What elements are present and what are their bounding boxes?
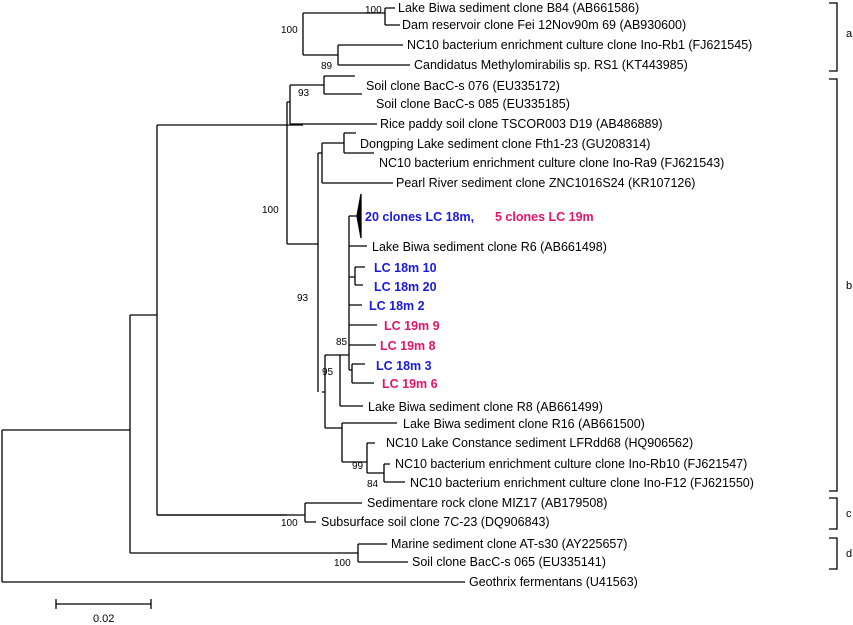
clade-label-d: d <box>846 548 852 560</box>
leaf-label: NC10 bacterium enrichment culture clone … <box>379 156 724 170</box>
bootstrap-value: 95 <box>322 367 334 378</box>
bootstrap-value: 93 <box>297 293 309 304</box>
bootstrap-value: 89 <box>321 61 333 72</box>
clade-labels: a b c d <box>846 28 853 560</box>
leaf-label-lc18m: LC 18m 2 <box>369 299 425 313</box>
leaf-label: Dongping Lake sediment clone Fth1-23 (GU… <box>360 137 650 151</box>
leaf-label-lc19m: LC 19m 6 <box>382 377 438 391</box>
leaf-label: Rice paddy soil clone TSCOR003 D19 (AB48… <box>380 117 663 131</box>
leaf-label-lc19m: LC 19m 8 <box>380 339 436 353</box>
bootstrap-value: 100 <box>334 558 351 569</box>
bootstrap-values: 100 100 89 93 100 93 85 95 99 84 100 100 <box>262 5 382 569</box>
bootstrap-value: 93 <box>298 88 310 99</box>
scale-bar-label: 0.02 <box>93 613 114 625</box>
clade-label-b: b <box>846 280 852 292</box>
leaf-label: Dam reservoir clone Fei 12Nov90m 69 (AB9… <box>402 18 686 32</box>
leaf-labels: Lake Biwa sediment clone B84 (AB661586) … <box>321 1 754 589</box>
leaf-label-lc18m: LC 18m 3 <box>376 359 432 373</box>
bootstrap-value: 100 <box>262 205 279 216</box>
leaf-label-lc18m: LC 18m 20 <box>374 280 437 294</box>
leaf-label: Candidatus Methylomirabilis sp. RS1 (KT4… <box>414 58 688 72</box>
leaf-label: Marine sediment clone AT-s30 (AY225657) <box>391 537 627 551</box>
leaf-label: Lake Biwa sediment clone R8 (AB661499) <box>368 400 603 414</box>
leaf-label: NC10 bacterium enrichment culture clone … <box>395 457 747 471</box>
leaf-label: Soil clone BacC-s 085 (EU335185) <box>376 97 570 111</box>
leaf-label: Pearl River sediment clone ZNC1016S24 (K… <box>396 176 695 190</box>
leaf-label: NC10 Lake Constance sediment LFRdd68 (HQ… <box>386 436 693 450</box>
clade-label-a: a <box>846 28 853 40</box>
scale-bar: 0.02 <box>55 599 152 625</box>
leaf-label: NC10 bacterium enrichment culture clone … <box>410 476 754 490</box>
bootstrap-value: 84 <box>367 479 379 490</box>
leaf-label: Sedimentare rock clone MIZ17 (AB179508) <box>367 496 607 510</box>
leaf-label: Lake Biwa sediment clone R16 (AB661500) <box>403 417 645 431</box>
leaf-label: NC10 bacterium enrichment culture clone … <box>407 38 752 52</box>
clade-label-c: c <box>846 508 852 520</box>
leaf-label: Soil clone BacC-s 065 (EU335141) <box>412 555 606 569</box>
leaf-label: Lake Biwa sediment clone B84 (AB661586) <box>398 1 639 15</box>
leaf-label: Lake Biwa sediment clone R6 (AB661498) <box>372 240 607 254</box>
leaf-label: Soil clone BacC-s 076 (EU335172) <box>366 79 560 93</box>
leaf-label-lc18m: LC 18m 10 <box>374 261 437 275</box>
collapsed-clade-label-18m: 20 clones LC 18m, <box>365 210 474 224</box>
collapsed-clade-label-19m: 5 clones LC 19m <box>495 210 594 224</box>
leaf-label: Geothrix fermentans (U41563) <box>469 575 638 589</box>
tree-branches <box>1 7 465 583</box>
bootstrap-value: 100 <box>365 5 382 16</box>
bootstrap-value: 100 <box>281 518 298 529</box>
bootstrap-value: 99 <box>352 461 364 472</box>
leaf-label: Subsurface soil clone 7C-23 (DQ906843) <box>321 515 550 529</box>
clade-brackets <box>829 2 838 570</box>
bootstrap-value: 100 <box>281 25 298 36</box>
bootstrap-value: 85 <box>336 337 348 348</box>
leaf-label-lc19m: LC 19m 9 <box>384 319 440 333</box>
